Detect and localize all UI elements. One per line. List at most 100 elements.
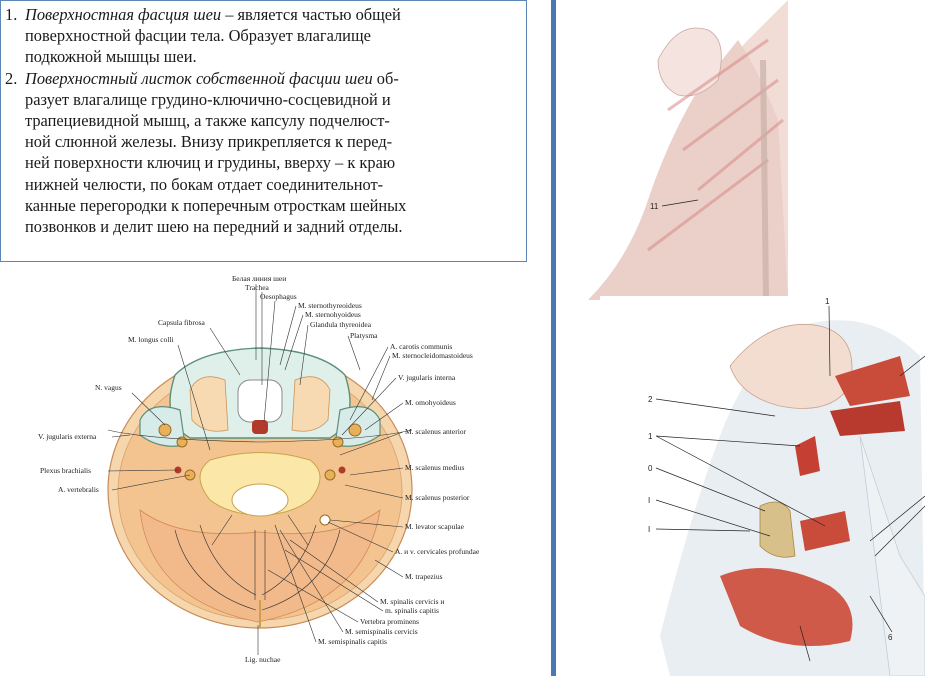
gland [759, 501, 796, 558]
item-number: 1. [5, 5, 18, 24]
line: позвонков и делит шею на передний и задн… [25, 217, 403, 237]
definition-list: 1. Поверхностная фасция шеи – является ч… [1, 1, 526, 237]
prevertebral-fascia-line [107, 429, 413, 443]
label-brachial-plexus: Plexus brachialis [40, 466, 91, 475]
term: Поверхностный листок собственной фасции … [25, 68, 373, 88]
list-item: 2. Поверхностный листок собственной фасц… [5, 68, 516, 238]
label-trapezius: M. trapezius [405, 572, 443, 581]
muscle-striations [174, 524, 341, 611]
label-vertebral-artery: A. vertebralis [58, 485, 99, 494]
label-external-jugular: V. jugularis externa [38, 432, 97, 441]
photo-bottom-label: 2 [648, 395, 653, 404]
line: канные перегородки к поперечным отростка… [25, 195, 407, 215]
label-capsula-fibrosa: Capsula fibrosa [158, 318, 206, 327]
label-trachea: Trachea [245, 283, 270, 292]
trachea-edge [760, 59, 769, 300]
left-leader-lines [107, 327, 241, 491]
line: нижней челюсти, по бокам отдает соединит… [25, 174, 384, 194]
label-vertebra-prominens: Vertebra prominens [360, 617, 419, 626]
label-platysma: Platysma [350, 331, 378, 340]
line: Поверхностная фасция шеи – является част… [25, 4, 516, 25]
right-jugular-vein [332, 436, 344, 448]
line-text: – является частью общей [221, 5, 401, 24]
item-number: 2. [5, 68, 18, 88]
photo-bottom-label: I [648, 496, 650, 505]
photo-bottom-label: I [648, 525, 650, 534]
muscle-omohyoid [800, 511, 850, 551]
line: ной слюнной железы. Внизу прикрепляется … [25, 132, 393, 152]
photo-leader [661, 199, 699, 207]
right-vertebral-artery [324, 469, 336, 481]
muscle-bundle-lower [720, 568, 853, 646]
label-omohyoid: M. omohyoideus [405, 398, 456, 407]
photo-top-label: 11 [650, 202, 659, 211]
vertical-divider [551, 0, 556, 676]
photo-leader [655, 528, 751, 532]
label-scalenus-medius: M. scalenus medius [405, 463, 464, 472]
photo-leader [655, 467, 766, 512]
photo-bottom-label: 1 [825, 297, 830, 306]
posterior-muscles [139, 509, 381, 623]
photo-leader [655, 435, 826, 527]
neck-photo-bottom-svg: 1 2 1 0 I I 6 [600, 296, 925, 676]
photo-bottom-label: 1 [648, 432, 653, 441]
muscle-fibers [647, 38, 784, 252]
photo-leader [869, 355, 925, 557]
label-thyroid-gland: Glandula thyreoidea [310, 320, 372, 329]
neck-cross-section-diagram: Белая линия шеи Trachea Oesophagus M. st… [0, 270, 545, 676]
leader-line [263, 300, 276, 423]
neck-photo-top-svg: 11 [588, 0, 788, 300]
label-lig-nuchae: Lig. nuchae [245, 655, 281, 664]
label-sternocleidomastoid: M. sternocleidomastoideus [392, 351, 473, 360]
label-common-carotid: A. carotis communis [390, 342, 452, 351]
neck-photo-bottom: 1 2 1 0 I I 6 [600, 296, 925, 676]
list-item: 1. Поверхностная фасция шеи – является ч… [5, 4, 516, 68]
trachea [237, 379, 283, 423]
line: ней поверхности ключиц и грудины, вверху… [25, 153, 396, 173]
left-carotid-artery [158, 423, 172, 437]
photo-bottom-label: 0 [648, 464, 653, 473]
label-scalenus-anterior: M. scalenus anterior [405, 427, 467, 436]
label-scalenus-posterior: M. scalenus posterior [405, 493, 470, 502]
label-oesophagus: Oesophagus [260, 292, 297, 301]
muscle-sternocleidomastoid [835, 356, 910, 406]
label-internal-jugular: V. jugularis interna [398, 373, 456, 382]
ear [657, 27, 722, 97]
photo-leader [799, 625, 811, 662]
right-carotid-artery [348, 423, 362, 437]
neck-photo-top: 11 [588, 0, 788, 300]
bottom-leader-lines [257, 524, 384, 655]
posterior-fascia [859, 435, 925, 676]
line: поверхностной фасции тела. Образует влаг… [25, 26, 371, 46]
cross-section-svg: Белая линия шеи Trachea Oesophagus M. st… [38, 274, 480, 664]
term: Поверхностная фасция шеи [25, 5, 222, 24]
line: подкожной мышцы шеи. [25, 47, 197, 67]
neck-muscles [588, 40, 788, 300]
muscle-digastric [830, 401, 905, 436]
vertebral-canal [231, 483, 289, 517]
label-sternohyoid: M. sternohyoideus [305, 310, 361, 319]
cervical-vessel [319, 514, 331, 526]
right-leader-lines [279, 305, 404, 578]
line: Поверхностный листок собственной фасции … [25, 68, 516, 89]
label-levator-scapulae: M. levator scapulae [405, 522, 465, 531]
photo-leader [655, 398, 776, 417]
label-semispinalis-cervicis: M. semispinalis cervicis [345, 627, 418, 636]
photo-leader [869, 595, 893, 633]
label-longus-colli: M. longus colli [128, 335, 174, 344]
label-spinalis-capitis: m. spinalis capitis [385, 606, 439, 615]
label-spinalis-cervicis: M. spinalis cervicis и [380, 597, 444, 606]
line: трапециевидной мышц, а также капсулу под… [25, 111, 390, 131]
label-sternothyroid: M. sternothyreoideus [298, 301, 362, 310]
brachial-plexus-dot [338, 466, 346, 474]
thyroid-right-lobe [291, 376, 331, 432]
line-text: об- [372, 68, 399, 88]
photo-bottom-label: 6 [888, 633, 893, 642]
label-cervical-vessels: A. и v. cervicales profundae [395, 547, 480, 556]
oesophagus [252, 420, 268, 434]
photo-leader [828, 305, 831, 377]
cut-muscle [795, 436, 820, 476]
label-vagus: N. vagus [95, 383, 122, 392]
left-jugular-vein [176, 436, 188, 448]
label-semispinalis-capitis: M. semispinalis capitis [318, 637, 387, 646]
